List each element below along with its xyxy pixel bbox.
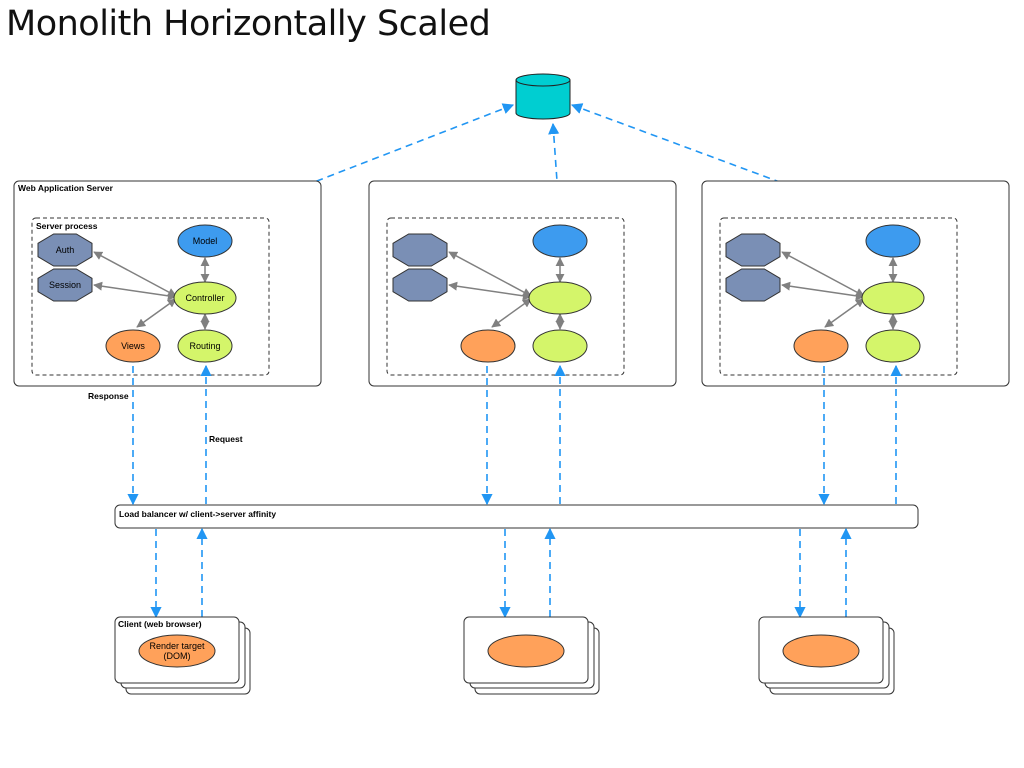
model-node [532,224,588,258]
controller-node [861,281,925,315]
page-title: Monolith Horizontally Scaled [6,4,491,44]
controller-views-arrow [824,298,865,328]
render-target-node: Render target(DOM) [138,634,216,668]
session-controller-arrow [448,281,532,301]
server-process-label: Server process [36,221,98,231]
client-label: Client (web browser) [118,619,202,629]
session-node: Session [37,268,93,302]
auth-node [725,233,781,267]
views-label: Views [121,341,145,351]
client-browser-2 [463,616,600,695]
auth-node [392,233,448,267]
web-app-server-3 [701,180,1010,387]
routing-label: Routing [189,341,220,351]
model-node: Model [177,224,233,258]
session-label: Session [49,280,81,290]
load-balancer-label: Load balancer w/ client->server affinity [119,509,276,519]
model-node [865,224,921,258]
server-label: Web Application Server [18,183,114,193]
views-node: Views [105,329,161,363]
client-browser-1: Client (web browser) Render target(DOM) [114,616,251,695]
render-target-node [487,634,565,668]
clients-group: Client (web browser) Render target(DOM) [114,616,895,695]
session-node [392,268,448,302]
auth-label: Auth [56,245,75,255]
controller-views-arrow [491,298,532,328]
db-link-server-2 [548,122,565,226]
routing-node [532,329,588,363]
session-node [725,268,781,302]
controller-node [528,281,592,315]
web-app-server-2 [368,180,677,387]
request-label: Request [209,434,243,444]
controller-label: Controller [185,293,224,303]
client-browser-3 [758,616,895,695]
views-node [460,329,516,363]
routing-node [865,329,921,363]
response-label: Response [88,391,129,401]
views-node [793,329,849,363]
model-label: Model [193,236,218,246]
load-balancer: Load balancer w/ client->server affinity [114,504,919,529]
routing-node: Routing [177,329,233,363]
session-controller-arrow [93,281,177,301]
controller-views-arrow [136,298,177,328]
auth-node: Auth [37,233,93,267]
session-controller-arrow [781,281,865,301]
controller-node: Controller [173,281,237,315]
render-target-node [782,634,860,668]
db-link-server-3 [570,103,895,226]
database-icon [515,73,571,120]
render-target-label: Render target(DOM) [149,641,205,661]
